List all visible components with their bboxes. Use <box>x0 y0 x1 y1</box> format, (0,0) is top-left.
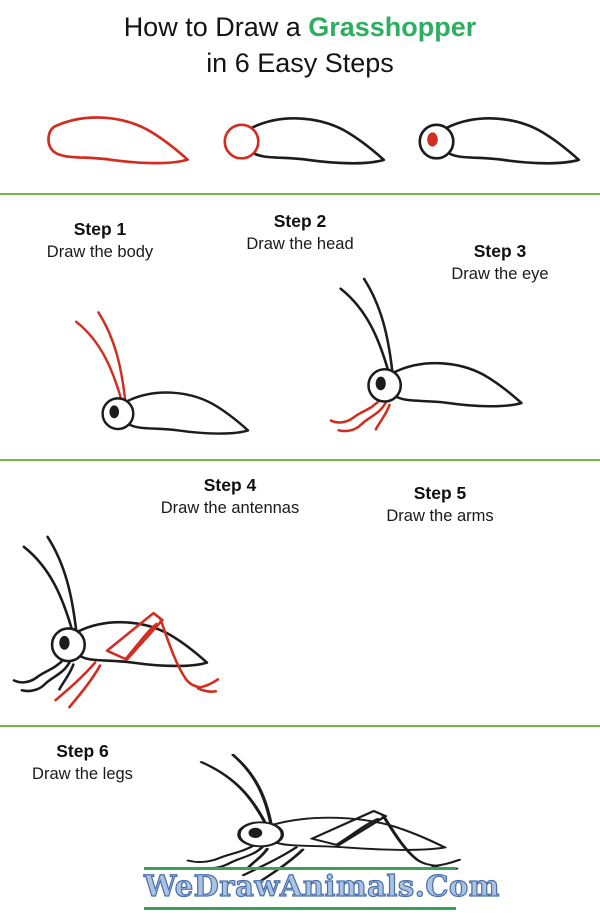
illustration-row-1 <box>0 99 600 179</box>
step-2-instruction: Draw the head <box>246 235 354 254</box>
step-1-instruction: Draw the body <box>46 243 154 262</box>
grasshopper-arms <box>12 657 75 693</box>
captions-steps-4-5: Step 4 Draw the antennas Step 5 Draw the… <box>0 461 600 525</box>
step-3-instruction: Draw the eye <box>451 265 549 284</box>
grasshopper-eye <box>109 405 120 419</box>
step-6-illustration <box>12 535 220 709</box>
step-4-instruction: Draw the antennas <box>160 499 300 518</box>
grasshopper-antennas <box>22 535 78 634</box>
grasshopper-antennas <box>75 311 127 404</box>
grasshopper-eye <box>375 376 386 391</box>
title-prefix: How to Draw a <box>123 12 309 42</box>
grasshopper-arms <box>329 398 391 433</box>
step-4-label: Step 4 <box>203 475 257 496</box>
step-4-illustration <box>75 311 250 436</box>
step-1-label: Step 1 <box>73 219 127 240</box>
step-5-caption: Step 5 Draw the arms <box>350 461 530 525</box>
grasshopper-head-outline <box>223 123 260 160</box>
grasshopper-eye <box>427 132 438 147</box>
footer-logo: WeDrawAnimals.Com <box>143 867 500 910</box>
grasshopper-eye <box>248 828 263 839</box>
step-3-illustration <box>418 116 581 165</box>
page-title-line2: in 6 Easy Steps <box>206 47 394 78</box>
step-5-label: Step 5 <box>413 483 467 504</box>
step-2-label: Step 2 <box>273 211 327 232</box>
section-divider <box>0 459 600 462</box>
grasshopper-antennas <box>339 277 394 375</box>
step-2-caption: Step 2 Draw the head <box>200 195 400 275</box>
grasshopper-body-outline <box>245 116 386 165</box>
captions-steps-1-3: Step 1 Draw the body Step 2 Draw the hea… <box>0 195 600 283</box>
grasshopper-body-outline <box>121 391 250 436</box>
section-step-6: Step 6 Draw the legs <box>0 737 600 889</box>
grasshopper-legs <box>54 612 220 709</box>
step-5-instruction: Draw the arms <box>386 507 494 526</box>
step-4-caption: Step 4 Draw the antennas <box>110 461 350 525</box>
section-divider <box>0 725 600 728</box>
page-title: How to Draw a Grasshopper in 6 Easy Step… <box>0 0 600 81</box>
title-highlight: Grasshopper <box>308 12 477 42</box>
grasshopper-body-outline <box>440 116 581 165</box>
grasshopper-arms <box>186 843 269 871</box>
step-6-instruction: Draw the legs <box>32 765 133 784</box>
grasshopper-body-outline <box>47 116 189 165</box>
step-6-label: Step 6 <box>56 741 109 762</box>
page-title-line1: How to Draw a Grasshopper <box>124 12 477 42</box>
section-divider <box>0 193 600 196</box>
step-3-label: Step 3 <box>473 241 527 262</box>
step-3-caption: Step 3 Draw the eye <box>400 195 600 283</box>
illustration-row-3 <box>0 529 600 719</box>
grasshopper-body-outline <box>388 362 523 408</box>
step-2-illustration <box>223 116 386 165</box>
grasshopper-eye <box>59 636 70 650</box>
illustration-row-2 <box>0 271 600 449</box>
site-name-text: WeDrawAnimals.Com <box>143 869 500 904</box>
step-1-caption: Step 1 Draw the body <box>0 195 200 275</box>
step-1-illustration <box>47 116 189 165</box>
step-5-illustration <box>329 277 523 433</box>
grasshopper-antennas <box>199 753 273 827</box>
step-6-caption: Step 6 Draw the legs <box>0 737 165 889</box>
